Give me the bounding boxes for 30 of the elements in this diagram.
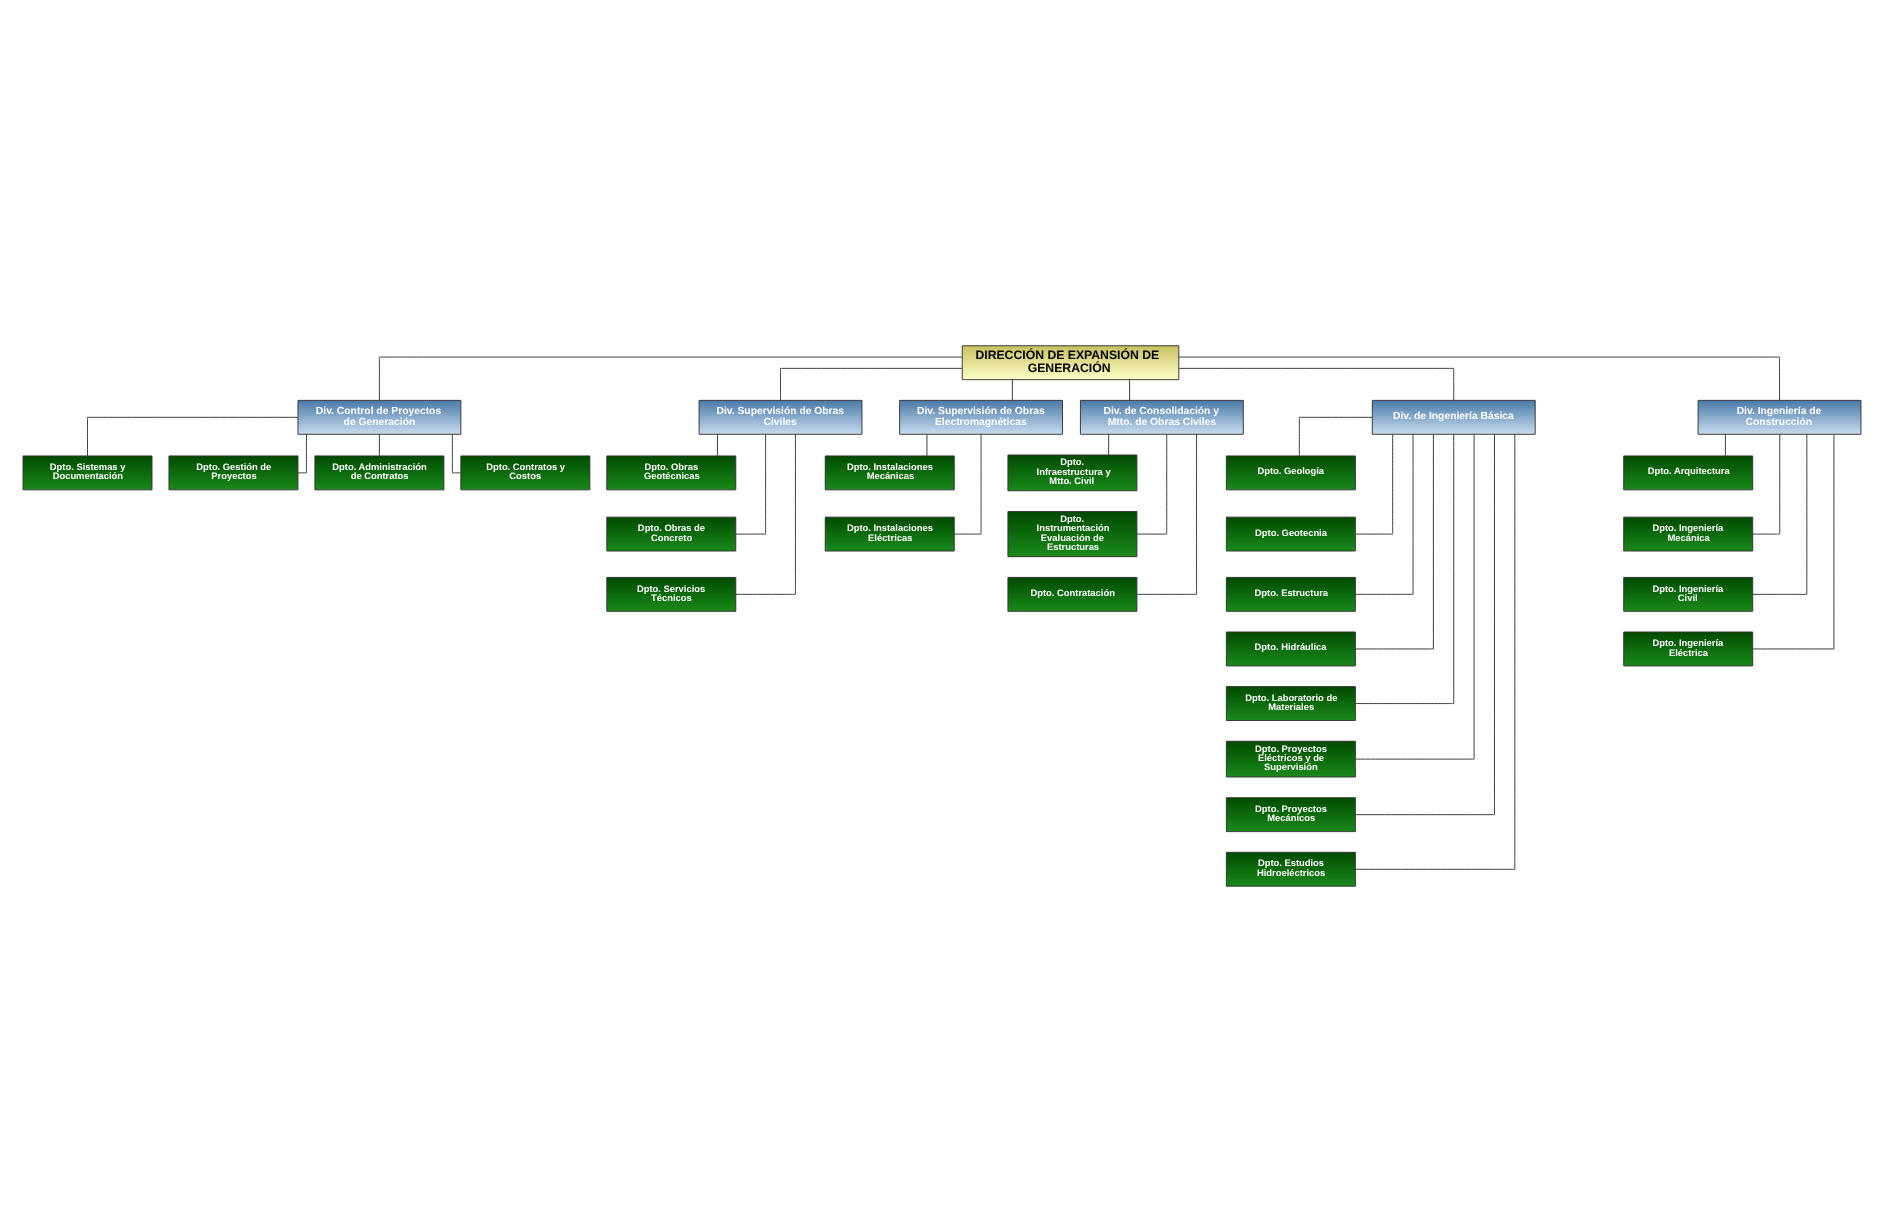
connector — [1752, 433, 1835, 650]
connector — [1108, 433, 1110, 456]
connector — [297, 433, 307, 474]
connector — [953, 433, 982, 535]
connector — [1298, 416, 1373, 457]
connector — [1011, 379, 1013, 401]
connector — [1355, 433, 1394, 535]
connector — [1136, 433, 1168, 535]
connector — [1178, 367, 1455, 401]
connector — [1355, 433, 1434, 650]
connector — [1355, 434, 1516, 870]
connector — [87, 416, 299, 457]
connector — [1129, 379, 1131, 401]
connector — [1752, 433, 1781, 535]
connector — [1355, 433, 1475, 760]
connector — [1752, 433, 1808, 595]
connector — [1355, 433, 1414, 595]
connector — [780, 367, 963, 401]
connector — [1136, 433, 1197, 595]
connector — [378, 356, 963, 401]
connector — [1355, 433, 1495, 816]
connector — [1355, 433, 1455, 705]
connector — [716, 433, 718, 457]
connector — [378, 433, 380, 457]
connector — [926, 433, 928, 457]
connector — [735, 433, 796, 595]
connector — [1178, 356, 1780, 401]
connector — [735, 433, 767, 535]
connector — [1724, 433, 1726, 457]
connector — [451, 433, 462, 474]
